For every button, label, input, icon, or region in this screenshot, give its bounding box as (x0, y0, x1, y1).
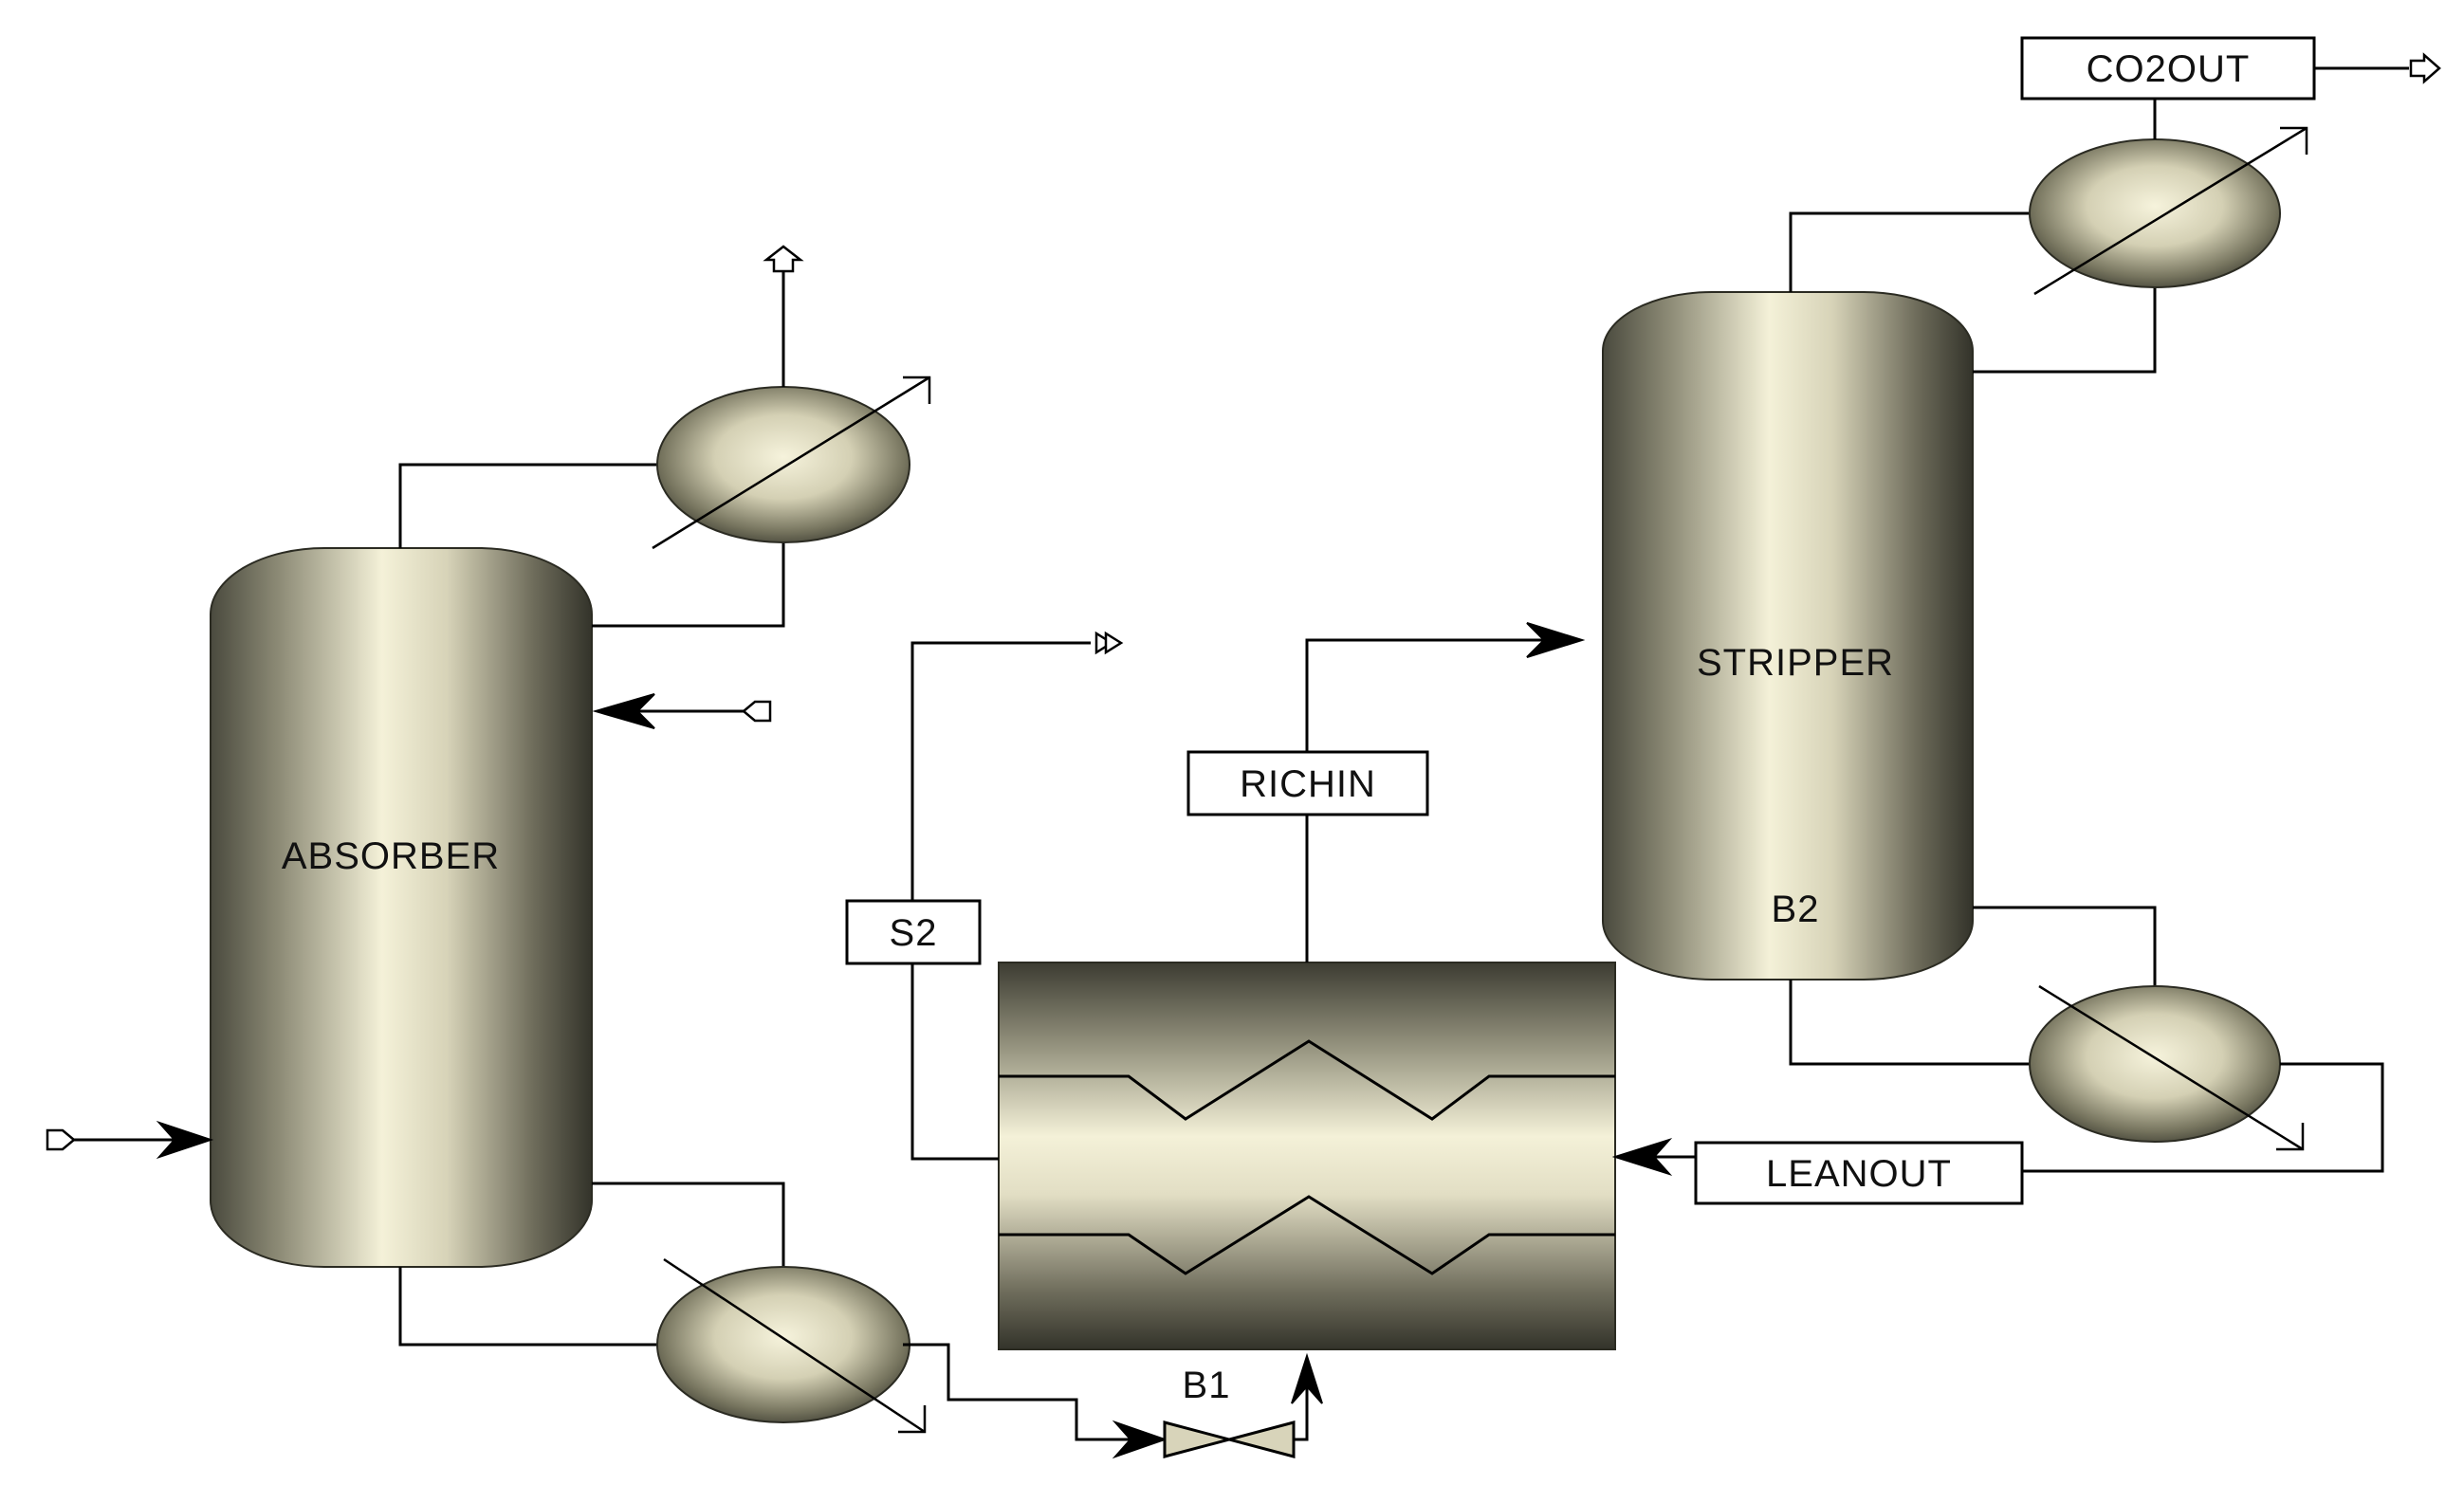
stripper-condenser[interactable] (1789, 99, 2308, 374)
leanout-tag (1694, 1141, 2024, 1205)
condenser-icon (656, 386, 910, 543)
valve-outlet-arrow-icon (1291, 1352, 1323, 1404)
absorber-feed-stream[interactable] (46, 1120, 214, 1160)
richin-label: RICHIN (1240, 763, 1376, 805)
co2out-label: CO2OUT (2087, 48, 2251, 90)
absorber-column-icon (210, 547, 593, 1268)
side-feed-inlet-icon (742, 700, 772, 723)
stream-s2[interactable]: S2 (845, 631, 1124, 1161)
valve-label: B1 (1183, 1365, 1231, 1406)
absorber-condenser[interactable] (398, 245, 931, 628)
richin-arrow-icon (1526, 622, 1586, 658)
leanout-arrow-icon (1611, 1137, 1673, 1177)
cross-heat-exchanger[interactable] (998, 962, 1616, 1350)
stream-co2out[interactable]: CO2OUT (2020, 36, 2441, 101)
leanout-label: LEANOUT (1766, 1153, 1952, 1195)
vent-outlet-icon (763, 245, 804, 273)
reboiler-icon (656, 1266, 910, 1423)
stream-richin[interactable]: RICHIN (1186, 622, 1586, 962)
stripper-block-id: B2 (1772, 889, 1820, 930)
condenser-icon (2029, 138, 2281, 288)
valve-inlet-arrow-icon (1112, 1420, 1168, 1459)
stripper-column[interactable] (1602, 291, 1974, 981)
valve-b1[interactable] (1163, 1352, 1323, 1458)
heat-exchanger-icon (998, 962, 1616, 1350)
richin-tag (1186, 750, 1429, 816)
absorber-reboiler[interactable] (398, 1182, 1168, 1459)
absorber-column[interactable] (210, 547, 593, 1268)
feed-inlet-icon (46, 1128, 76, 1151)
stream-leanout[interactable]: LEANOUT (1611, 1137, 2024, 1205)
s2-outlet-icon (1094, 631, 1114, 655)
reboiler-icon (2029, 985, 2281, 1143)
side-feed-arrow-icon (592, 693, 655, 729)
stripper-reboiler[interactable] (1789, 906, 2384, 1173)
s2-tag (845, 899, 982, 965)
s2-label: S2 (890, 912, 938, 954)
stripper-label: STRIPPER (1697, 642, 1894, 684)
valve-icon (1163, 1421, 1296, 1458)
co2out-outlet-icon (2409, 52, 2441, 84)
absorber-label: ABSORBER (282, 835, 500, 877)
co2out-tag (2020, 36, 2316, 101)
feed-arrow-icon (156, 1120, 214, 1160)
stripper-column-icon (1602, 291, 1974, 981)
absorber-side-feed-stream[interactable] (592, 693, 772, 729)
